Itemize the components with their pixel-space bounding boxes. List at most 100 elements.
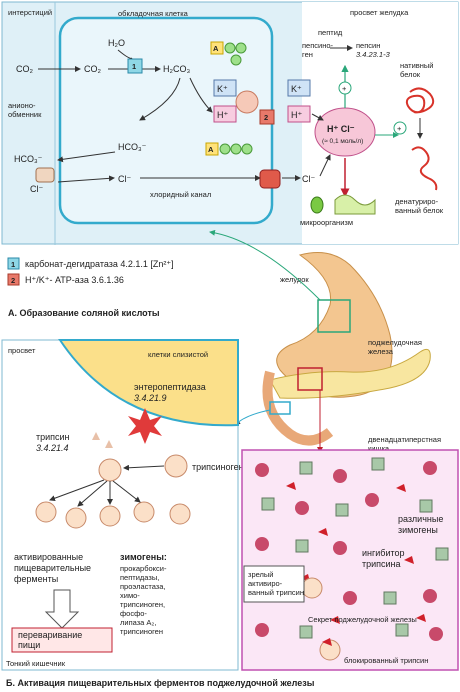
label-interstitium: интерстиций [8,8,52,17]
label-native-protein-2: белок [400,70,421,79]
label-small-intestine: Тонкий кишечник [6,659,66,668]
label-pepsin-ec: 3.4.23.1-3 [356,50,391,59]
peptide-fragment-2 [105,440,113,448]
label-cl-lumen: Cl⁻ [302,174,315,184]
label-duodenum: двенадцатиперстная [368,435,441,444]
arrow-activate-1 [49,479,105,502]
label-trypsinogen: трипсиноген [192,462,244,472]
mature-trypsin-circle [301,577,323,599]
legend-badge-2 [7,273,20,286]
duodenum-shape [262,370,334,446]
enzyme-badge-2 [259,109,275,125]
intestine-zoom-box [269,401,291,415]
label-peptide: пептид [318,28,343,37]
label-blocked-trypsin: блокированный трипсин [344,656,428,665]
legend-badge-1 [7,257,20,270]
panel-b-title: Б. Активация пищеварительных ферментов п… [6,678,315,688]
native-protein-coil [405,87,435,114]
label-pepsinogen: пепсино- [302,41,334,50]
label-digestion-2: пищи [18,640,40,650]
label-activated-enzymes: активированные [14,552,83,562]
anion-exchanger-protein [35,167,55,183]
label-hco3-outside: HCO₃⁻ [14,154,43,164]
activated-enzyme-1 [35,501,57,523]
arrow-activate-2 [77,480,108,507]
arrow-h-to-pool [311,113,324,121]
label-activated-enzymes-2: пищеварительные [14,563,91,573]
zymogen-item-7: липаза A₂, [120,618,156,627]
label-denatured-protein: денатуриро- [395,197,439,206]
dead-microorganisms [334,194,376,215]
label-denatured-protein-2: ванный белок [395,206,444,215]
label-chloride-channel: хлоридный канал [150,190,211,199]
label-pepsin: пепсин [356,41,380,50]
arrow-activate-4 [112,480,141,503]
atp-molecule-top [210,41,224,55]
label-cl-outside: Cl⁻ [30,184,43,194]
enzyme-badge-1 [127,58,143,74]
label-stomach-lumen: просвет желудка [350,8,409,17]
arrow-cl-to-pool [319,154,331,177]
label-anion-exchanger: анионо- [8,101,36,110]
label-hcl: H⁺ Cl⁻ [327,124,355,134]
legend-enzyme-1: карбонат-дегидратаза 4.2.1.1 [Zn²⁺] [25,259,174,269]
label-various-zymogens: различные [398,514,443,524]
potassium-inside [213,79,237,97]
panel-a-title: А. Образование соляной кислоты [8,308,160,318]
label-enteropeptidase-ec: 3.4.21.9 [134,393,167,403]
phosphate-4 [219,143,231,155]
trypsinogen [164,454,188,478]
zymogen-item-1: прокарбокси- [120,564,167,573]
proton-inside [213,105,237,123]
legend-badge-2-number: 2 [11,276,15,285]
label-trypsin-inhibitor: ингибитор [362,548,405,558]
chloride-channel [259,169,281,189]
label-k-outside: K⁺ [291,84,302,94]
label-hco3-inside: HCO₃⁻ [118,142,147,152]
label-mucosa-cells: клетки слизистой [148,350,208,359]
proton-pump-atpase [235,90,259,114]
pancreas-shape [269,348,431,399]
arrow-to-digestion [44,589,80,629]
trypsin-active [98,458,122,482]
enzyme-badge-1-number: 1 [132,62,136,71]
label-digestion: переваривание [18,630,82,640]
connector-stomach [209,229,321,301]
zymogen-item-4: химо- [120,591,140,600]
label-h2co3: H₂CO₃ [163,64,190,74]
zymogen-item-5: трипсиноген, [120,600,165,609]
peptide-fragment-1 [92,432,100,440]
label-hcl-concentration: (≈ 0,1 моль/л) [322,138,363,145]
legend-badge-1-number: 1 [11,260,15,269]
activation-plus-2 [393,121,407,135]
zymogen-circle [169,503,191,525]
label-mature-trypsin-2: активиро- [248,579,283,588]
activated-enzyme-3 [99,505,121,527]
atp-letter-bottom: A [208,145,214,154]
label-mature-trypsin: зрелый [248,570,274,579]
label-h-outside: H⁺ [291,110,302,120]
label-enteropeptidase: энтеропептидаза [134,382,206,392]
phosphate-1 [224,42,236,54]
arrow-h2co3-to-hco3 [139,77,181,121]
activation-plus-1-sign: + [342,84,347,93]
label-pepsinogen-2: ген [302,50,313,59]
panel-b-pancreatic-secretion [241,449,459,671]
enzyme-badge-2-number: 2 [264,113,268,122]
trypsin-inhibitor-marks [286,482,426,624]
label-lumen: просвет [8,346,36,355]
label-co2-inside: CO₂ [84,64,102,74]
potassium-outside [287,79,311,97]
activation-plus-1 [338,81,352,95]
arrow-trypsinogen-to-trypsin [123,464,165,471]
arrow-h2o [117,49,133,59]
stomach-zoom-box [317,299,351,333]
zymogen-item-3: проэластаза, [120,582,166,591]
label-h2o: H₂O [108,38,125,48]
phosphate-6 [241,143,253,155]
inhibitor-on-trypsin [322,638,332,646]
mucosa-cells [58,339,239,427]
label-pancreas-2: железа [368,347,394,356]
mature-trypsin-label-box [243,565,305,603]
